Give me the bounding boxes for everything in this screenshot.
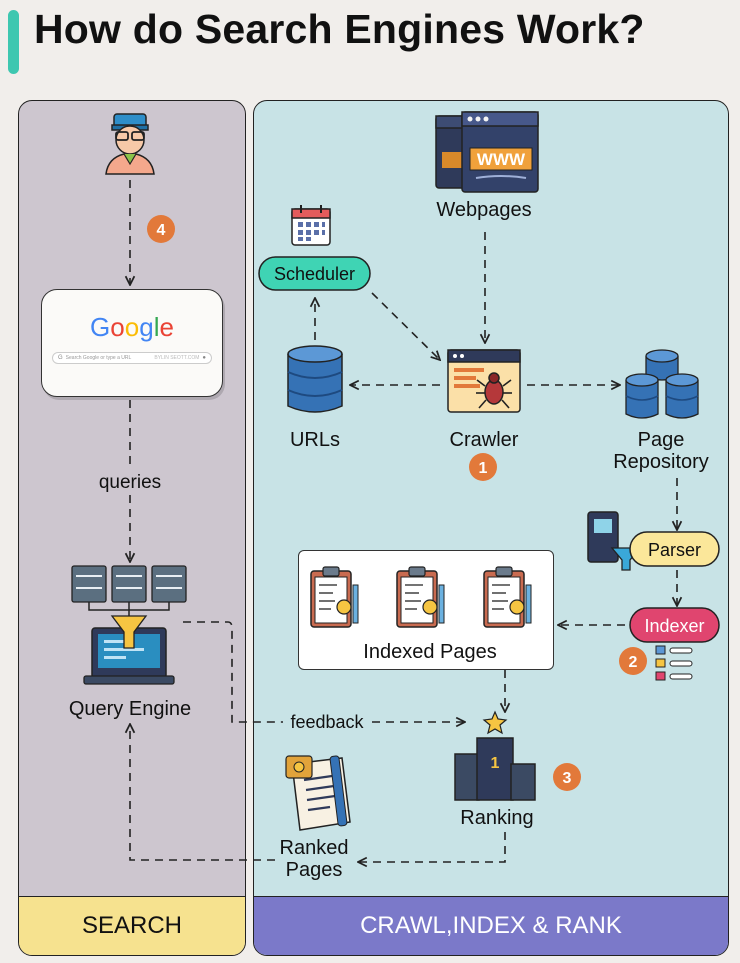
index-list-icon [655,645,693,681]
podium-rank-text: 1 [491,755,500,772]
clipboard-icon [396,566,445,628]
google-search-input[interactable]: G Search Google or type a URL BYLIN SEOT… [52,352,212,364]
edge-query-engine-feedback [183,621,465,722]
page-repository-label-line2: Repository [613,451,709,473]
ranked-pages-label-line1: Ranked [280,837,349,859]
google-logo-letter: o [110,312,125,342]
parser-label: Parser [648,540,701,560]
scheduler-node [258,256,371,291]
page-repository-icon [625,349,699,419]
edge-ranked-pages-to-query-engine [130,724,275,861]
google-logo-letter: e [159,312,174,342]
urls-database-icon [287,345,343,413]
clipboard-icon [483,566,532,628]
urls-label: URLs [290,429,340,451]
crawl-panel-footer: CRAWL,INDEX & RANK [254,896,728,955]
ranking-label: Ranking [460,807,533,829]
webpages-icon: WWW [435,111,539,193]
parser-node [629,531,720,567]
edge-ranking-to-ranked-pages [358,832,506,862]
step-badge-3: 3 [553,763,581,791]
indexer-node [629,607,720,643]
step-1-number: 1 [479,460,488,477]
www-text: WWW [477,150,526,169]
indexed-pages-label: Indexed Pages [363,641,496,663]
indexer-label: Indexer [644,616,704,636]
crawler-icon [447,349,521,413]
google-logo-letter: o [124,312,140,342]
crawler-label: Crawler [450,429,519,451]
clipboard-icon [310,566,359,628]
query-engine-label: Query Engine [69,698,191,720]
ranked-pages-scroll-icon [285,755,351,831]
query-engine-icon [71,565,187,685]
page-title: How do Search Engines Work? [34,6,645,52]
step-badge-1: 1 [469,453,497,481]
microphone-icon: ● [202,355,206,361]
page-repository-label-line1: Page [638,429,685,451]
step-3-number: 3 [563,770,572,787]
ranked-pages-label-line2: Pages [286,859,343,881]
title-accent-bar [8,10,19,74]
queries-label: queries [99,472,161,493]
watermark-text: BYLIN SEOTT.COM [154,355,200,361]
webpages-label: Webpages [436,199,531,221]
google-g-icon: G [58,355,63,361]
user-icon [105,113,155,175]
search-panel-footer: SEARCH [19,896,245,955]
google-logo-letter: g [139,312,154,342]
google-logo: Google [42,312,222,343]
step-badge-4: 4 [147,215,175,243]
google-search-card[interactable]: Google G Search Google or type a URL BYL… [41,289,223,397]
feedback-label: feedback [290,712,364,732]
search-panel: SEARCH [18,100,246,956]
step-badge-2: 2 [619,647,647,675]
step-2-number: 2 [629,654,638,671]
search-placeholder: Search Google or type a URL [65,355,132,361]
scheduler-label: Scheduler [274,264,355,284]
edge-scheduler-to-crawler [371,292,440,360]
step-4-number: 4 [157,222,166,239]
google-logo-letter: l [153,312,160,342]
podium-icon: 1 [454,710,536,801]
google-logo-letter: G [90,312,111,342]
calendar-icon [291,205,331,246]
